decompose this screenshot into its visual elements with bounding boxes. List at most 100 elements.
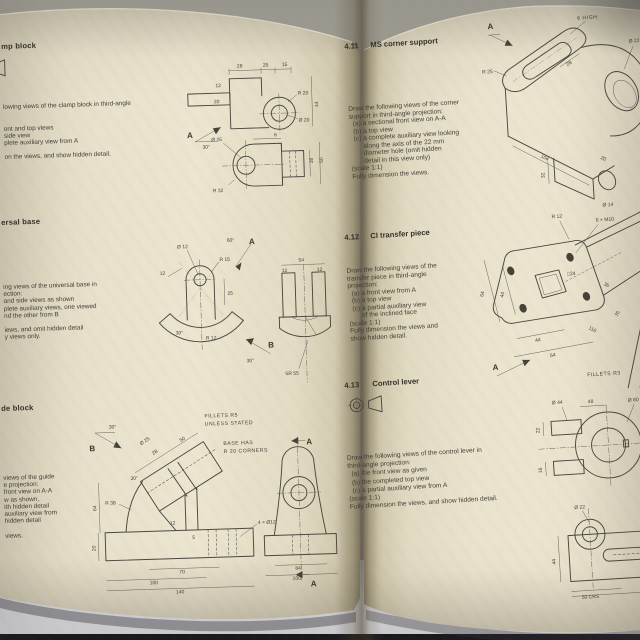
dimension-label: 5 bbox=[192, 535, 195, 541]
drawing-note: UNLESS STATED bbox=[205, 420, 254, 428]
section-body: Draw the following views of the control … bbox=[347, 446, 498, 512]
dimension-label: 28 bbox=[565, 60, 573, 68]
dimension-label: 30° bbox=[176, 330, 184, 336]
view-arrow-label: A bbox=[492, 363, 499, 372]
drawing-note: BASE HAS bbox=[223, 440, 253, 447]
dimension-label: 110 bbox=[587, 325, 597, 334]
view-arrow-label: A bbox=[487, 22, 494, 31]
section-4-13: 4.13 Control lever Draw the following vi… bbox=[344, 361, 640, 619]
dimension-label: 20 bbox=[214, 99, 220, 105]
front-view: 28 25 15 12 20 R 20 Ø 20 44 A 30° bbox=[187, 62, 320, 151]
projection-symbol-icon bbox=[0, 59, 6, 77]
dimension-label: 6 × M10 bbox=[596, 216, 615, 223]
section-title: Control lever bbox=[372, 376, 420, 389]
dimension-label: 100 bbox=[150, 580, 159, 586]
dimension-label: 64 bbox=[92, 505, 98, 511]
section-number: 4.13 bbox=[344, 380, 360, 390]
view-arrow bbox=[504, 39, 513, 46]
third-angle-projection-icon bbox=[347, 395, 383, 415]
dimension-label: 76 bbox=[614, 310, 622, 318]
section-4-12: 4.12 CI transfer piece Draw the followin… bbox=[344, 207, 640, 411]
dimension-label: 22 bbox=[535, 427, 541, 433]
view-arrow bbox=[522, 359, 531, 367]
dimension-label: 30° bbox=[247, 358, 255, 364]
view-arrow-label: B bbox=[268, 340, 274, 349]
dimension-label: 44 bbox=[551, 559, 557, 565]
section-universal-base: ersal base ing views of the universal ba… bbox=[0, 207, 356, 403]
section-label: A bbox=[311, 579, 317, 588]
drawing-note: FILLETS R5 bbox=[204, 413, 238, 420]
dimension-label: 20 bbox=[91, 545, 97, 551]
dimension-label: 60° bbox=[227, 238, 235, 244]
isometric-view bbox=[492, 207, 640, 389]
right-page-edge-highlight bbox=[363, 5, 640, 51]
dimension-label: 25 bbox=[263, 63, 269, 69]
control-lever-drawing: 48 Ø 44 Ø 80 22 16 bbox=[535, 397, 640, 602]
dimension-label: 70 bbox=[179, 569, 185, 575]
universal-base-drawing: Ø 12 R 15 12 25 30° R 12 60° A B bbox=[158, 237, 332, 383]
section-heading: de block bbox=[0, 402, 34, 413]
section-heading: ersal base bbox=[0, 216, 41, 227]
dimension-label: Ø 44 bbox=[552, 400, 563, 407]
dimension-label: 12 bbox=[160, 271, 166, 277]
dimension-label: 54 bbox=[298, 257, 304, 263]
section-number: 4.11 bbox=[344, 41, 360, 51]
drawing-note: R 20 CORNERS bbox=[224, 448, 269, 455]
guide-block-drawing: B 30° Ø 25 28 50 30° R 38 64 20 1 bbox=[89, 413, 338, 596]
dimensions: A 6 HIGH R 25 28 104 32 20 Ø 22 bbox=[482, 14, 640, 208]
dimension-label: 12 bbox=[317, 267, 323, 273]
right-page-content: 4.11 MS corner support Draw the followin… bbox=[330, 0, 640, 640]
view-arrow bbox=[245, 338, 254, 346]
section-body: lowing views of the clamp block in third… bbox=[3, 100, 133, 162]
dimension-label: 44 bbox=[314, 101, 320, 107]
book-gutter-shadow bbox=[334, 0, 382, 640]
section-title: CI transfer piece bbox=[370, 227, 431, 241]
dimension-label: 84 bbox=[295, 566, 301, 572]
dimension-label: 30° bbox=[130, 476, 138, 482]
corner-support-drawing: A 6 HIGH R 25 28 104 32 20 Ø 22 bbox=[482, 14, 640, 209]
dimension-label: Ø 22 bbox=[628, 38, 639, 45]
left-page-content: mp block lowing views of the clamp block… bbox=[0, 40, 356, 596]
dimension-label: 4 × Ø12 bbox=[258, 519, 276, 526]
right-page-shading bbox=[364, 5, 640, 633]
dimension-label: 28 bbox=[237, 63, 243, 69]
top-view: Ø 22 44 50 CRS 130 bbox=[551, 505, 640, 602]
section-4-11: 4.11 MS corner support Draw the followin… bbox=[344, 14, 640, 230]
text-line: views. bbox=[5, 531, 24, 540]
dimension-label: R 38 bbox=[105, 500, 116, 506]
dimension-label: 32 bbox=[540, 172, 546, 178]
section-heading: mp block bbox=[0, 40, 37, 51]
section-title: MS corner support bbox=[370, 36, 439, 50]
top-view: 6 Ø 25 R 32 38 50 bbox=[211, 132, 325, 194]
dimension-label: R 12 bbox=[551, 214, 562, 221]
dimension-label: Ø 25 bbox=[211, 137, 222, 143]
bottom-shadow-right bbox=[366, 610, 640, 640]
drawing-note: 6 HIGH bbox=[577, 14, 598, 21]
dimension-label: 16 bbox=[538, 467, 544, 473]
front-view: B 30° Ø 25 28 50 30° R 38 64 20 1 bbox=[89, 424, 276, 595]
left-page-edge-highlight bbox=[0, 8, 353, 43]
dimension-label: 35 bbox=[602, 281, 610, 289]
dimension-label: 12 bbox=[170, 521, 176, 527]
dimension-label: 64 bbox=[479, 291, 486, 298]
dimension-label: 104 bbox=[539, 154, 549, 163]
left-page-shading bbox=[0, 8, 360, 620]
view-arrow-label: B bbox=[89, 444, 95, 453]
section-label: A bbox=[306, 437, 312, 446]
transfer-piece-drawing: R 12 6 × M10 □24 64 44 44 64 35 110 76 bbox=[479, 207, 640, 389]
isometric-view bbox=[502, 27, 640, 200]
dimension-label: 25 bbox=[227, 291, 233, 297]
dimension-label: 30° bbox=[109, 424, 117, 430]
dimension-label: 50 bbox=[179, 436, 187, 444]
dimension-label: Ø 22 bbox=[574, 505, 585, 512]
dimension-label: R 20 bbox=[298, 90, 309, 96]
dimension-label: Ø 20 bbox=[299, 117, 310, 123]
dimension-label: R 15 bbox=[219, 257, 230, 263]
floor-strip bbox=[0, 634, 640, 640]
clamp-block-drawing: 28 25 15 12 20 R 20 Ø 20 44 A 30° bbox=[187, 62, 325, 194]
